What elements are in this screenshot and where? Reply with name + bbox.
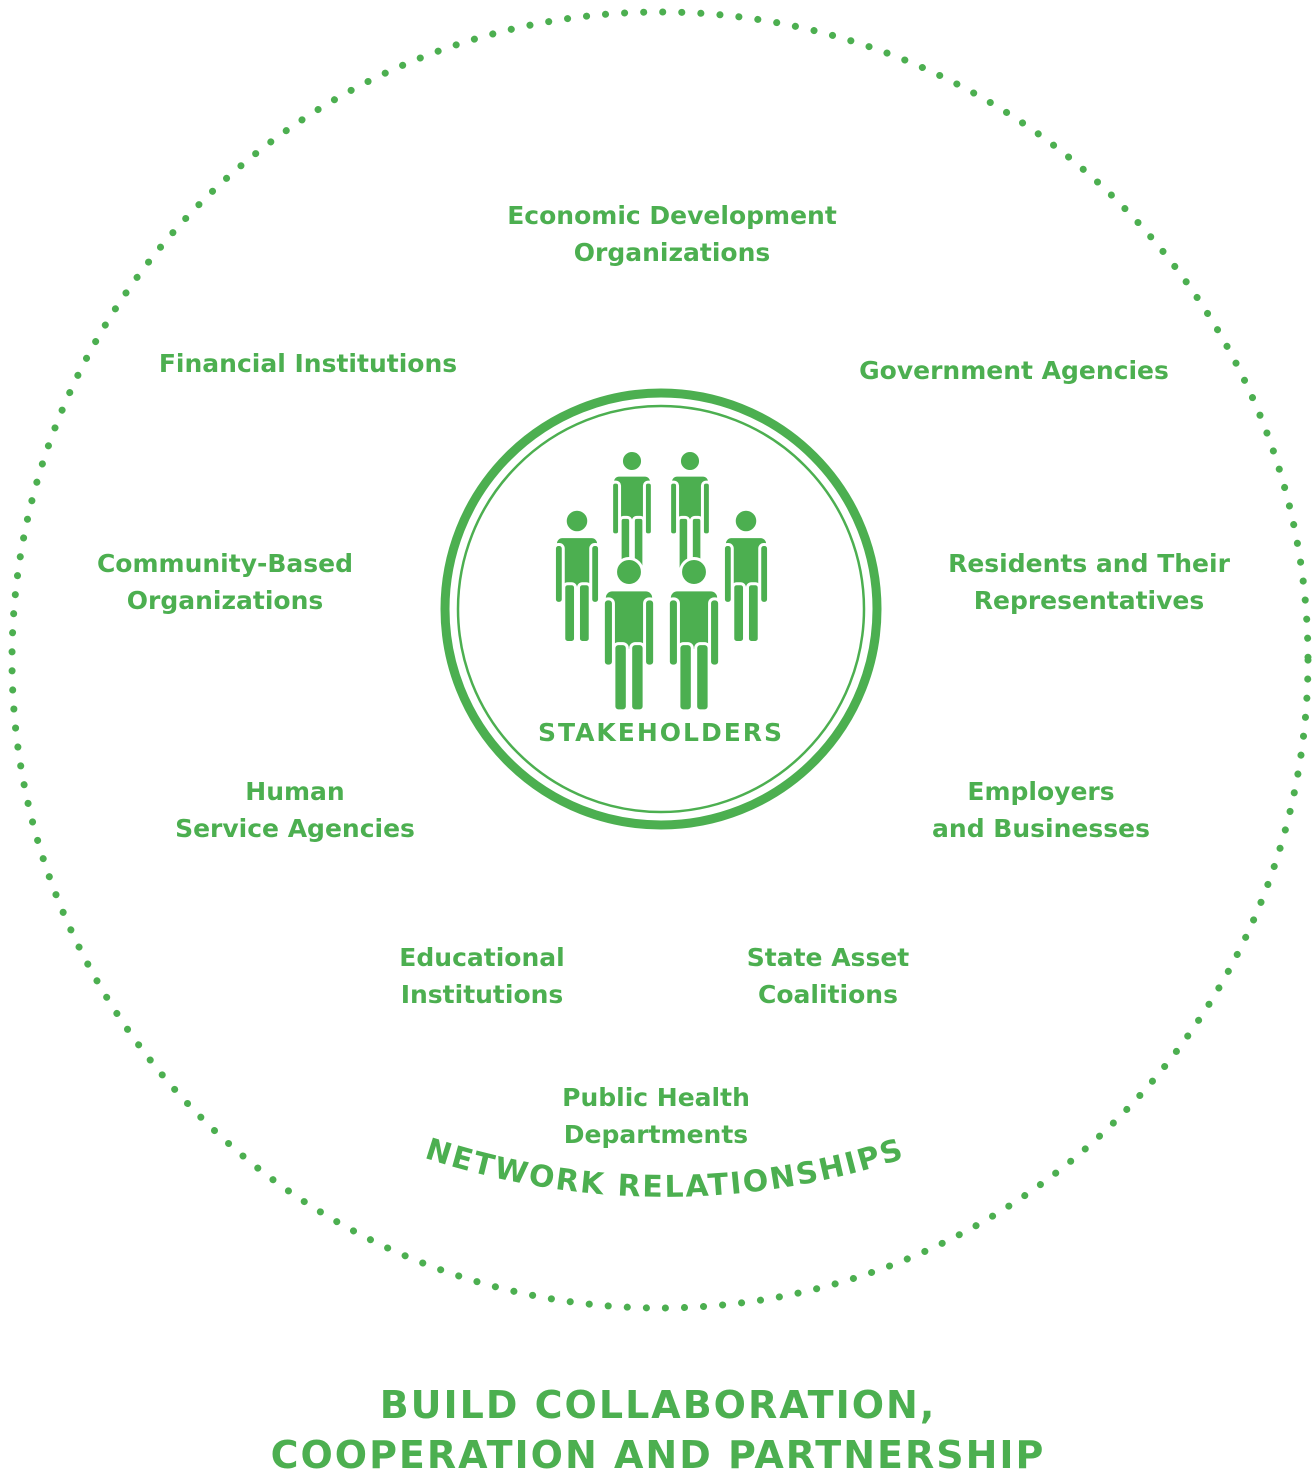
label-line: Institutions [400, 980, 564, 1009]
person-figure-icon [668, 448, 712, 572]
label-line: Government Agencies [859, 356, 1169, 385]
label-line: Educational [399, 943, 565, 972]
person-figure-icon [666, 557, 722, 713]
stakeholder-residents: Residents and Their Representatives [948, 545, 1230, 619]
label-line: Human [245, 777, 345, 806]
stakeholder-human-service: Human Service Agencies [175, 773, 415, 847]
label-line: Service Agencies [175, 814, 415, 843]
stakeholder-economic-development: Economic Development Organizations [507, 197, 837, 271]
footer-line: COOPERATION AND PARTNERSHIP [270, 1433, 1046, 1477]
stakeholder-community-based: Community-Based Organizations [97, 545, 353, 619]
label-line: Financial Institutions [158, 349, 458, 378]
stakeholder-financial-institutions: Financial Institutions [159, 345, 457, 382]
footer-line: BUILD COLLABORATION, [379, 1383, 937, 1427]
label-line: Organizations [573, 238, 771, 267]
stakeholder-government-agencies: Government Agencies [859, 352, 1169, 389]
label-line: Community-Based [96, 549, 354, 578]
label-line: Representatives [973, 586, 1205, 615]
label-line: Organizations [126, 586, 324, 615]
label-line: Employers [967, 777, 1115, 806]
network-ring-dotted [8, 8, 1312, 1312]
person-figure-icon [552, 507, 602, 645]
stakeholder-state-asset: State Asset Coalitions [747, 939, 909, 1013]
stakeholders-inner-circle [456, 404, 866, 814]
person-figure-icon [601, 557, 657, 713]
label-line: State Asset [746, 943, 910, 972]
stakeholder-public-health: Public Health Departments [562, 1079, 750, 1153]
person-figure-icon [721, 507, 771, 645]
label-line: Coalitions [758, 980, 898, 1009]
label-line: Economic Development [507, 201, 837, 230]
stakeholders-outer-circle [440, 388, 882, 830]
people-group-icon [552, 448, 771, 713]
person-figure-icon [610, 448, 654, 572]
label-line: Public Health [562, 1083, 750, 1112]
stakeholders-title: STAKEHOLDERS [537, 718, 785, 747]
stakeholder-educational: Educational Institutions [399, 939, 564, 1013]
footer-heading: BUILD COLLABORATION, COOPERATION AND PAR… [0, 1380, 1316, 1480]
label-line: Residents and Their [948, 549, 1230, 578]
stakeholder-employers: Employers and Businesses [932, 773, 1150, 847]
label-line: and Businesses [932, 814, 1150, 843]
label-line: Departments [563, 1120, 749, 1149]
